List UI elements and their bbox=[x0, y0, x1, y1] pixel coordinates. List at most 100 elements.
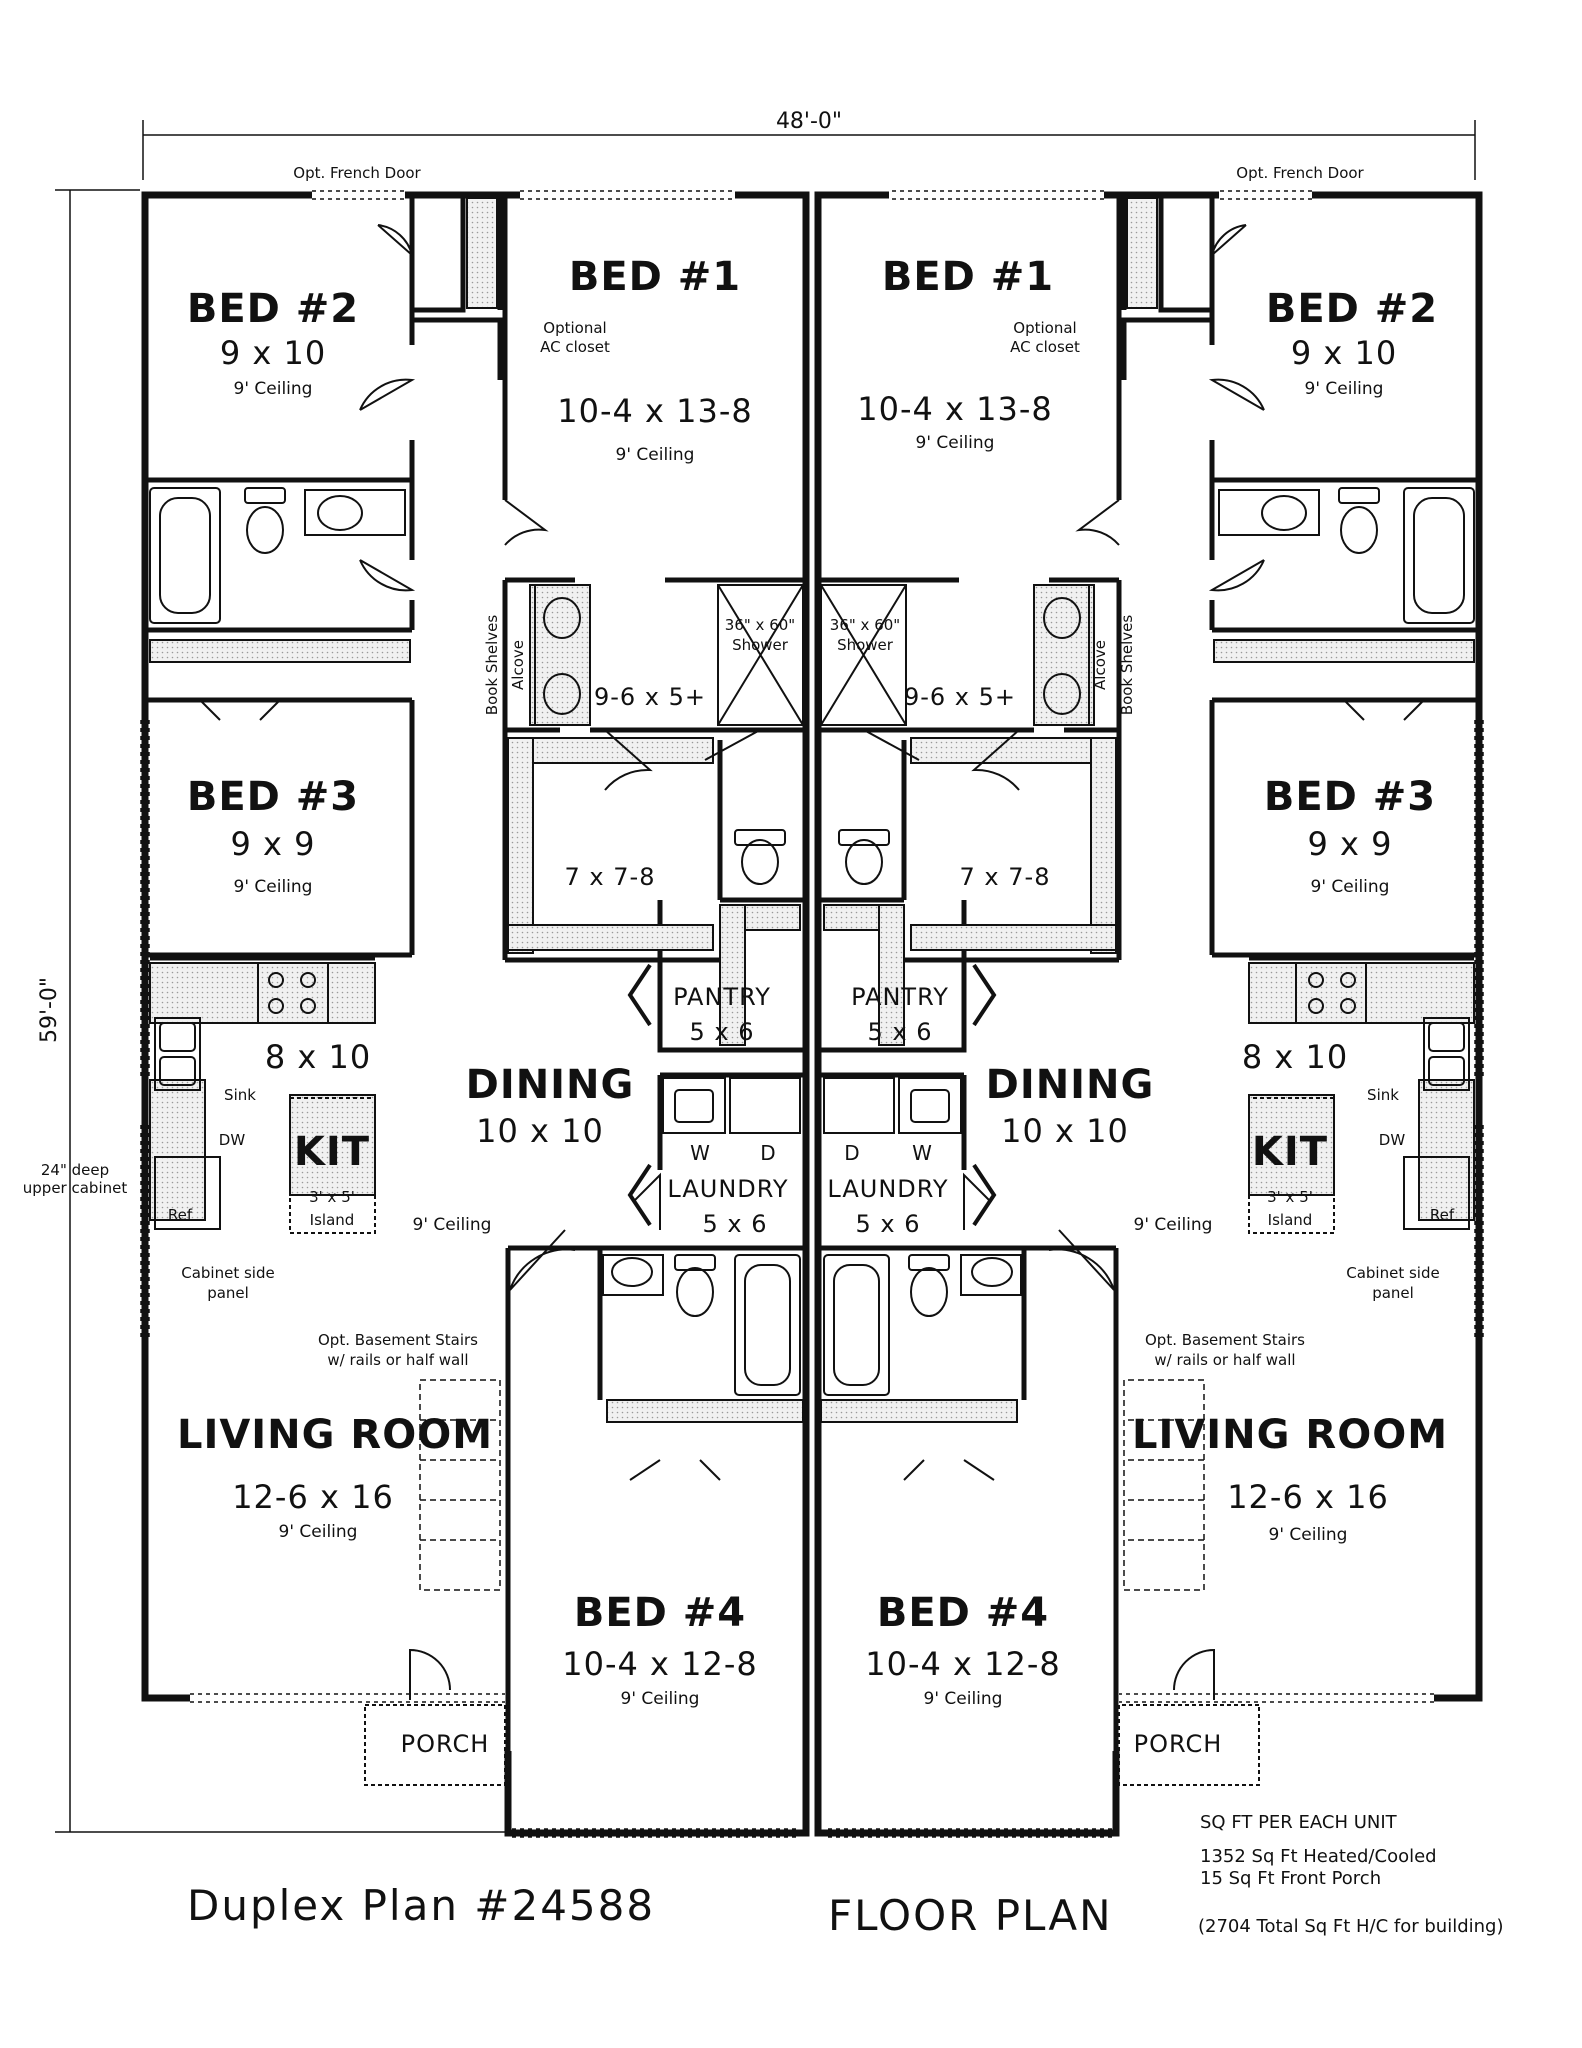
left-basement-line1: Opt. Basement Stairs bbox=[318, 1331, 478, 1349]
left-basement-line2: w/ rails or half wall bbox=[327, 1351, 468, 1369]
left-unit-labels: Opt. French Door BED #2 9 x 10 9' Ceilin… bbox=[23, 164, 795, 1758]
overall-width-dimension bbox=[142, 120, 1476, 180]
footer: Duplex Plan #24588 FLOOR PLAN SQ FT PER … bbox=[187, 1812, 1504, 1940]
sqft-heated: 1352 Sq Ft Heated/Cooled bbox=[1200, 1846, 1437, 1867]
left-living-name: LIVING ROOM bbox=[177, 1412, 493, 1458]
left-island-label: Island bbox=[310, 1211, 355, 1229]
left-side-panel-line1: Cabinet side bbox=[181, 1264, 274, 1282]
left-pantry-dim: 5 x 6 bbox=[690, 1018, 755, 1046]
right-kitchen-ceiling: 9' Ceiling bbox=[1134, 1215, 1213, 1235]
right-kit-name: KIT bbox=[1252, 1129, 1328, 1175]
right-french-door-label: Opt. French Door bbox=[1236, 164, 1364, 182]
left-wic-dim: 7 x 7-8 bbox=[565, 863, 656, 891]
left-bed1-ceiling: 9' Ceiling bbox=[616, 445, 695, 465]
right-book-shelves: Book Shelves bbox=[1118, 615, 1136, 716]
overall-depth-dimension bbox=[55, 189, 505, 1833]
right-pantry-name: PANTRY bbox=[851, 983, 949, 1011]
left-bed4-dim: 10-4 x 12-8 bbox=[562, 1645, 758, 1683]
right-ac-closet-line1: Optional bbox=[1013, 319, 1076, 337]
right-dryer-label: D bbox=[844, 1141, 859, 1165]
left-bed2-name: BED #2 bbox=[187, 286, 359, 332]
left-bed4-name: BED #4 bbox=[574, 1590, 746, 1636]
left-dw-label: DW bbox=[219, 1131, 246, 1149]
left-ac-closet-line1: Optional bbox=[543, 319, 606, 337]
left-washer-label: W bbox=[690, 1141, 710, 1165]
left-laundry-dim: 5 x 6 bbox=[703, 1210, 768, 1238]
right-shower-size: 36" x 60" bbox=[830, 616, 900, 634]
right-wic-dim: 7 x 7-8 bbox=[960, 863, 1051, 891]
left-sink-label: Sink bbox=[224, 1086, 256, 1104]
left-kitchen-dim: 8 x 10 bbox=[265, 1038, 371, 1076]
right-dining-name: DINING bbox=[986, 1062, 1155, 1108]
right-bed3-name: BED #3 bbox=[1264, 774, 1436, 820]
right-bed2-ceiling: 9' Ceiling bbox=[1305, 379, 1384, 399]
right-laundry-name: LAUNDRY bbox=[827, 1175, 948, 1203]
right-bed4-name: BED #4 bbox=[877, 1590, 1049, 1636]
right-pantry-dim: 5 x 6 bbox=[868, 1018, 933, 1046]
right-living-ceiling: 9' Ceiling bbox=[1269, 1525, 1348, 1545]
left-dining-dim: 10 x 10 bbox=[476, 1112, 604, 1150]
left-alcove: Alcove bbox=[509, 640, 527, 690]
left-bed2-dim: 9 x 10 bbox=[220, 334, 326, 372]
right-washer-label: W bbox=[912, 1141, 932, 1165]
right-bed3-dim: 9 x 9 bbox=[1308, 825, 1393, 863]
right-master-bath-dim: 9-6 x 5+ bbox=[904, 683, 1016, 711]
right-living-name: LIVING ROOM bbox=[1132, 1412, 1448, 1458]
party-wall bbox=[804, 195, 820, 1833]
left-porch-label: PORCH bbox=[401, 1730, 490, 1758]
left-master-bath-dim: 9-6 x 5+ bbox=[594, 683, 706, 711]
right-side-panel-line2: panel bbox=[1372, 1284, 1414, 1302]
right-bed2-dim: 9 x 10 bbox=[1291, 334, 1397, 372]
left-bed1-name: BED #1 bbox=[569, 254, 741, 300]
left-ref-label: Ref bbox=[168, 1206, 193, 1224]
right-bed4-ceiling: 9' Ceiling bbox=[924, 1689, 1003, 1709]
right-bed1-dim: 10-4 x 13-8 bbox=[857, 390, 1053, 428]
right-kitchen-dim: 8 x 10 bbox=[1242, 1038, 1348, 1076]
right-alcove: Alcove bbox=[1091, 640, 1109, 690]
right-dining-dim: 10 x 10 bbox=[1001, 1112, 1129, 1150]
right-living-dim: 12-6 x 16 bbox=[1227, 1478, 1389, 1516]
right-bed4-dim: 10-4 x 12-8 bbox=[865, 1645, 1061, 1683]
right-ref-label: Ref bbox=[1430, 1206, 1455, 1224]
left-book-shelves: Book Shelves bbox=[483, 615, 501, 716]
left-dryer-label: D bbox=[760, 1141, 775, 1165]
right-bed2-name: BED #2 bbox=[1266, 286, 1438, 332]
left-bed3-ceiling: 9' Ceiling bbox=[234, 877, 313, 897]
right-unit-labels: Opt. French Door BED #2 9 x 10 9' Ceilin… bbox=[827, 164, 1454, 1758]
right-bed1-ceiling: 9' Ceiling bbox=[916, 433, 995, 453]
plan-name: Duplex Plan #24588 bbox=[187, 1881, 655, 1930]
left-bed3-name: BED #3 bbox=[187, 774, 359, 820]
right-laundry-dim: 5 x 6 bbox=[856, 1210, 921, 1238]
left-living-ceiling: 9' Ceiling bbox=[279, 1522, 358, 1542]
left-shower-label: Shower bbox=[732, 636, 789, 654]
left-side-panel-line2: panel bbox=[207, 1284, 249, 1302]
overall-depth-label: 59'-0" bbox=[37, 977, 62, 1043]
left-upper-cabinet-line1: 24" deep bbox=[41, 1161, 109, 1179]
left-island-size: 3' x 5' bbox=[309, 1188, 355, 1206]
right-basement-line2: w/ rails or half wall bbox=[1154, 1351, 1295, 1369]
right-bed1-name: BED #1 bbox=[882, 254, 1054, 300]
left-laundry-name: LAUNDRY bbox=[667, 1175, 788, 1203]
right-basement-line1: Opt. Basement Stairs bbox=[1145, 1331, 1305, 1349]
right-island-label: Island bbox=[1268, 1211, 1313, 1229]
left-french-door-label: Opt. French Door bbox=[293, 164, 421, 182]
left-bed2-ceiling: 9' Ceiling bbox=[234, 379, 313, 399]
right-ac-closet-line2: AC closet bbox=[1010, 338, 1080, 356]
left-dining-name: DINING bbox=[466, 1062, 635, 1108]
left-bed1-dim: 10-4 x 13-8 bbox=[557, 392, 753, 430]
floor-plan-title: FLOOR PLAN bbox=[828, 1891, 1113, 1940]
sqft-total: (2704 Total Sq Ft H/C for building) bbox=[1198, 1916, 1504, 1937]
left-ac-closet-line2: AC closet bbox=[540, 338, 610, 356]
right-side-panel-line1: Cabinet side bbox=[1346, 1264, 1439, 1282]
left-shower-size: 36" x 60" bbox=[725, 616, 795, 634]
right-porch-label: PORCH bbox=[1134, 1730, 1223, 1758]
left-pantry-name: PANTRY bbox=[673, 983, 771, 1011]
overall-width-label: 48'-0" bbox=[776, 109, 842, 134]
right-sink-label: Sink bbox=[1367, 1086, 1399, 1104]
right-dw-label: DW bbox=[1379, 1131, 1406, 1149]
sqft-porch: 15 Sq Ft Front Porch bbox=[1200, 1868, 1381, 1889]
right-island-size: 3' x 5' bbox=[1267, 1188, 1313, 1206]
left-kitchen-ceiling: 9' Ceiling bbox=[413, 1215, 492, 1235]
left-bed4-ceiling: 9' Ceiling bbox=[621, 1689, 700, 1709]
